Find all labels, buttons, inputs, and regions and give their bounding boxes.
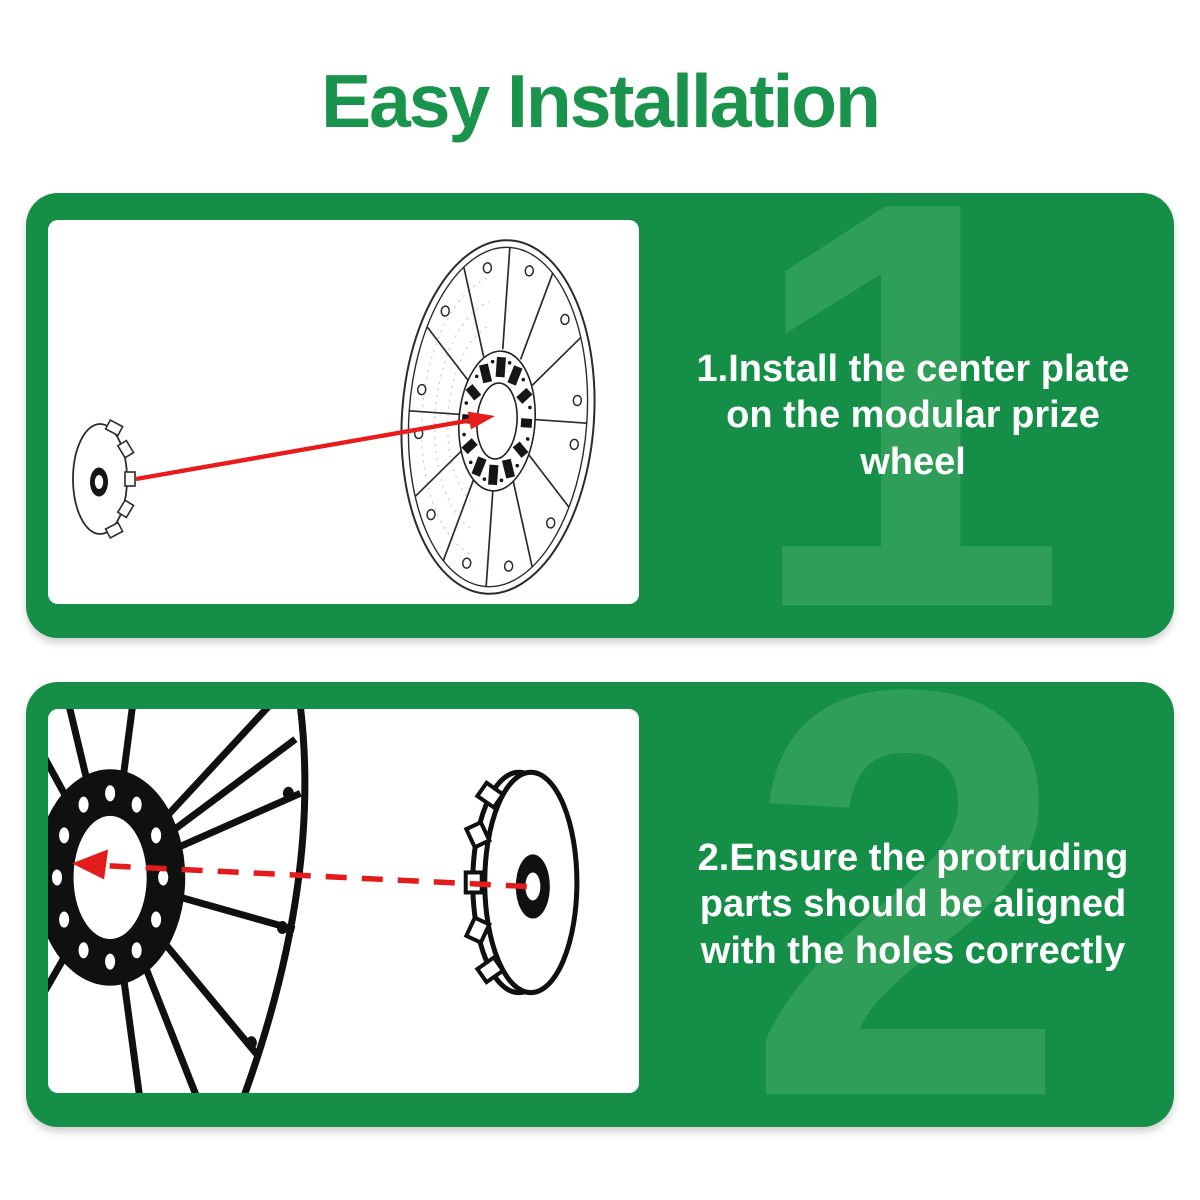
step-2-caption: 2.Ensure the protruding parts should be … xyxy=(697,836,1129,972)
hub-closeup-and-plate-illustration xyxy=(48,709,580,1093)
wheel-hub-closeup xyxy=(48,769,186,986)
page-title: Easy Installation xyxy=(321,59,881,143)
center-plate-small xyxy=(72,418,136,540)
prize-wheel-and-plate-illustration xyxy=(72,239,596,595)
step-1-caption: 1.Install the center plate on the modula… xyxy=(696,347,1130,483)
step-2-illustration-box xyxy=(48,709,639,1093)
center-plate-closeup xyxy=(463,769,580,996)
red-arrow-dashed xyxy=(72,849,527,890)
red-arrow-solid xyxy=(135,411,495,482)
step-1-illustration-box xyxy=(48,220,639,604)
step-1-panel: 1 xyxy=(26,193,1174,638)
step-2-panel: 2 xyxy=(26,682,1174,1127)
